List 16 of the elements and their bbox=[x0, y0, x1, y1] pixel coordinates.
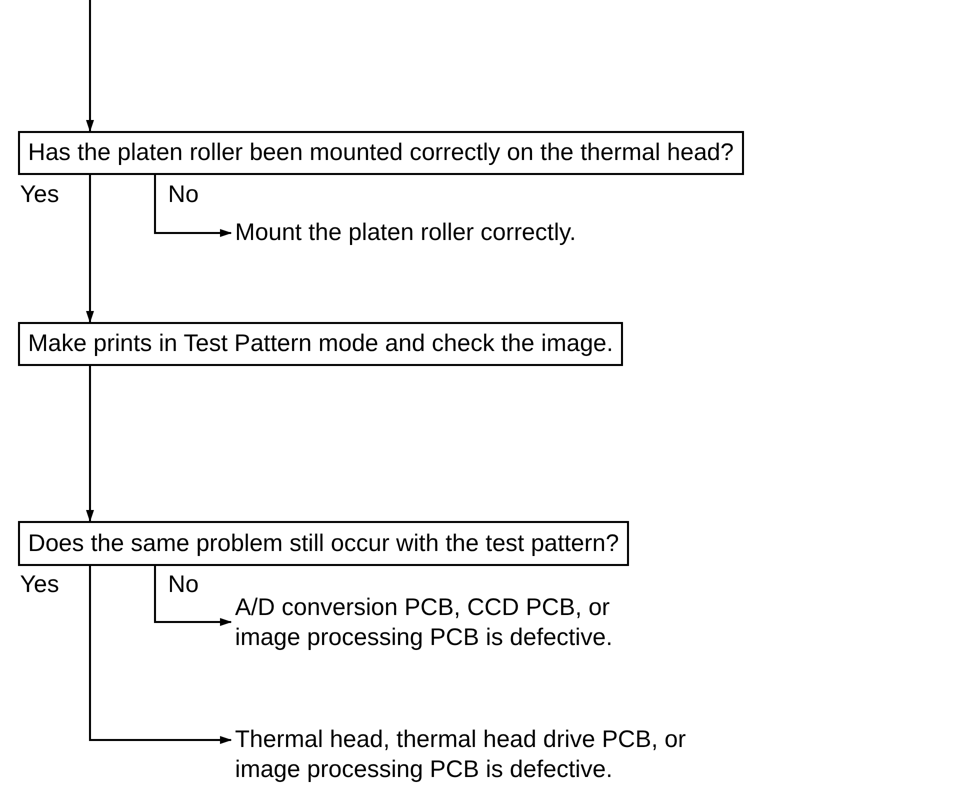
result-text: A/D conversion PCB, CCD PCB, or image processing PCB is defective. bbox=[235, 593, 675, 653]
edge-label: No bbox=[168, 180, 199, 210]
edge-label: Yes bbox=[20, 570, 60, 600]
edge-label: Yes bbox=[20, 180, 60, 210]
arrow bbox=[86, 366, 94, 522]
arrow bbox=[86, 175, 94, 323]
arrow bbox=[154, 566, 232, 626]
arrow bbox=[154, 175, 232, 237]
result-text: Mount the platen roller correctly. bbox=[235, 218, 655, 248]
result-text: Thermal head, thermal head drive PCB, or image processing PCB is defective. bbox=[235, 725, 745, 785]
arrow bbox=[89, 566, 232, 744]
process-box: Make prints in Test Pattern mode and check the image. bbox=[18, 322, 624, 366]
edge-label: No bbox=[168, 570, 199, 600]
arrow bbox=[86, 0, 94, 132]
process-box: Has the platen roller been mounted correctly on the thermal head? bbox=[18, 131, 744, 175]
process-box: Does the same problem still occur with the test pattern? bbox=[18, 521, 629, 566]
